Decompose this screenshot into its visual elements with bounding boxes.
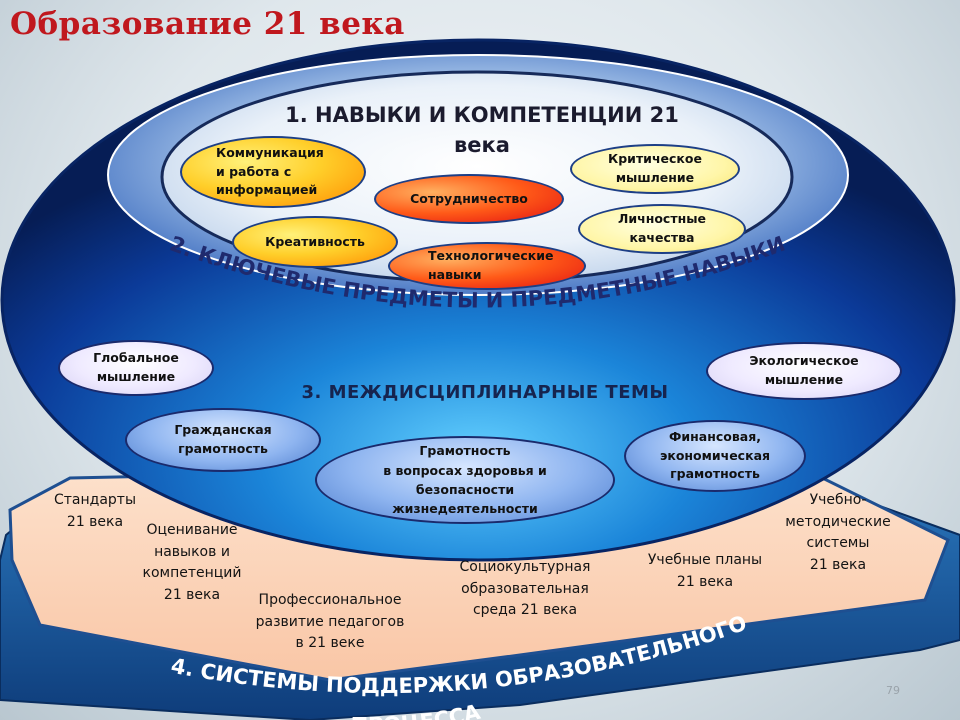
support-methodical-systems-line4: 21 века bbox=[809, 557, 867, 574]
theme-financial-literacy-line1: Финансовая, bbox=[669, 428, 761, 444]
skill-collaboration-line1: Сотрудничество bbox=[410, 190, 528, 206]
slide-number: 79 bbox=[886, 684, 900, 697]
skill-communication-line2: и работа с bbox=[216, 163, 292, 179]
slide-title: Образование 21 века bbox=[10, 6, 405, 42]
theme-global-thinking: Глобальное мышление bbox=[58, 340, 214, 396]
support-teacher-development-line2: развитие педагогов bbox=[255, 613, 405, 630]
theme-health-literacy: Грамотность в вопросах здоровья и безопа… bbox=[315, 436, 615, 524]
skill-technology-line2: навыки bbox=[428, 267, 482, 282]
layer1-heading-line1: 1. НАВЫКИ И КОМПЕТЕНЦИИ 21 bbox=[285, 103, 679, 127]
skill-creativity: Креативность bbox=[232, 216, 398, 268]
support-assessment-line2: навыков и bbox=[154, 543, 230, 560]
theme-civic-literacy: Гражданская грамотность bbox=[125, 408, 321, 472]
skill-technology-line1: Технологические bbox=[428, 248, 554, 264]
skill-personal-qualities-line2: качества bbox=[629, 230, 695, 245]
skill-creativity-line1: Креативность bbox=[265, 233, 365, 249]
skill-technology: Технологические навыки bbox=[388, 242, 586, 290]
support-sociocultural-environment-line2: образовательная bbox=[461, 580, 589, 597]
support-methodical-systems-line3: системы bbox=[806, 535, 870, 552]
support-standards-line2: 21 века bbox=[66, 513, 124, 530]
layer3-heading: 3. МЕЖДИСЦИПЛИНАРНЫЕ ТЕМЫ bbox=[301, 382, 669, 403]
layer1-heading-line2: века bbox=[454, 133, 510, 158]
skill-collaboration: Сотрудничество bbox=[374, 174, 564, 224]
support-sociocultural-environment-line1: Социокультурная bbox=[459, 559, 591, 575]
theme-civic-literacy-line1: Гражданская bbox=[174, 422, 272, 438]
support-methodical-systems-line1: Учебно- bbox=[809, 492, 867, 508]
theme-financial-literacy-line3: грамотность bbox=[670, 466, 760, 482]
skill-personal-qualities-line1: Личностные bbox=[617, 211, 707, 227]
support-methodical-systems-line2: методические bbox=[785, 513, 891, 530]
theme-health-literacy-line3: безопасности bbox=[415, 482, 515, 497]
skill-communication-line3: информацией bbox=[216, 182, 318, 198]
support-curricula-line1: Учебные планы bbox=[647, 552, 763, 568]
skill-personal-qualities: Личностные качества bbox=[578, 204, 746, 254]
support-assessment: Оценивание навыков и компетенций 21 века bbox=[128, 520, 256, 607]
theme-financial-literacy: Финансовая, экономическая грамотность bbox=[624, 420, 806, 492]
support-assessment-line4: 21 века bbox=[163, 587, 221, 604]
theme-health-literacy-line1: Грамотность bbox=[419, 443, 511, 459]
theme-health-literacy-line2: в вопросах здоровья и bbox=[383, 462, 547, 478]
support-teacher-development-line3: в 21 веке bbox=[295, 635, 365, 652]
skill-critical-thinking-line1: Критическое bbox=[608, 151, 702, 167]
support-curricula-line2: 21 века bbox=[676, 573, 734, 590]
skill-communication-line1: Коммуникация bbox=[216, 144, 324, 160]
skill-communication: Коммуникация и работа с информацией bbox=[180, 136, 366, 208]
support-sociocultural-environment: Социокультурная образовательная среда 21… bbox=[440, 557, 610, 622]
theme-ecological-thinking-line1: Экологическое bbox=[749, 353, 859, 369]
theme-civic-literacy-line2: грамотность bbox=[178, 441, 268, 456]
support-assessment-line3: компетенций bbox=[142, 565, 242, 582]
support-teacher-development: Профессиональное развитие педагогов в 21… bbox=[240, 590, 420, 655]
support-standards-line1: Стандарты bbox=[53, 492, 137, 508]
skill-critical-thinking: Критическое мышление bbox=[570, 144, 740, 194]
theme-health-literacy-line4: жизнедеятельности bbox=[392, 501, 538, 517]
theme-ecological-thinking: Экологическое мышление bbox=[706, 342, 902, 400]
support-methodical-systems: Учебно- методические системы 21 века bbox=[776, 490, 900, 577]
theme-ecological-thinking-line2: мышление bbox=[764, 372, 844, 387]
theme-financial-literacy-line2: экономическая bbox=[659, 447, 771, 463]
skill-critical-thinking-line2: мышление bbox=[615, 170, 695, 185]
layer1-heading: 1. НАВЫКИ И КОМПЕТЕНЦИИ 21 века bbox=[262, 100, 702, 161]
support-sociocultural-environment-line3: среда 21 века bbox=[472, 602, 578, 619]
support-standards: Стандарты 21 века bbox=[40, 490, 150, 533]
support-teacher-development-line1: Профессиональное bbox=[258, 592, 402, 608]
theme-global-thinking-line2: мышление bbox=[96, 369, 176, 384]
support-assessment-line1: Оценивание bbox=[146, 522, 238, 538]
support-curricula: Учебные планы 21 века bbox=[634, 550, 776, 593]
theme-global-thinking-line1: Глобальное bbox=[93, 350, 179, 366]
